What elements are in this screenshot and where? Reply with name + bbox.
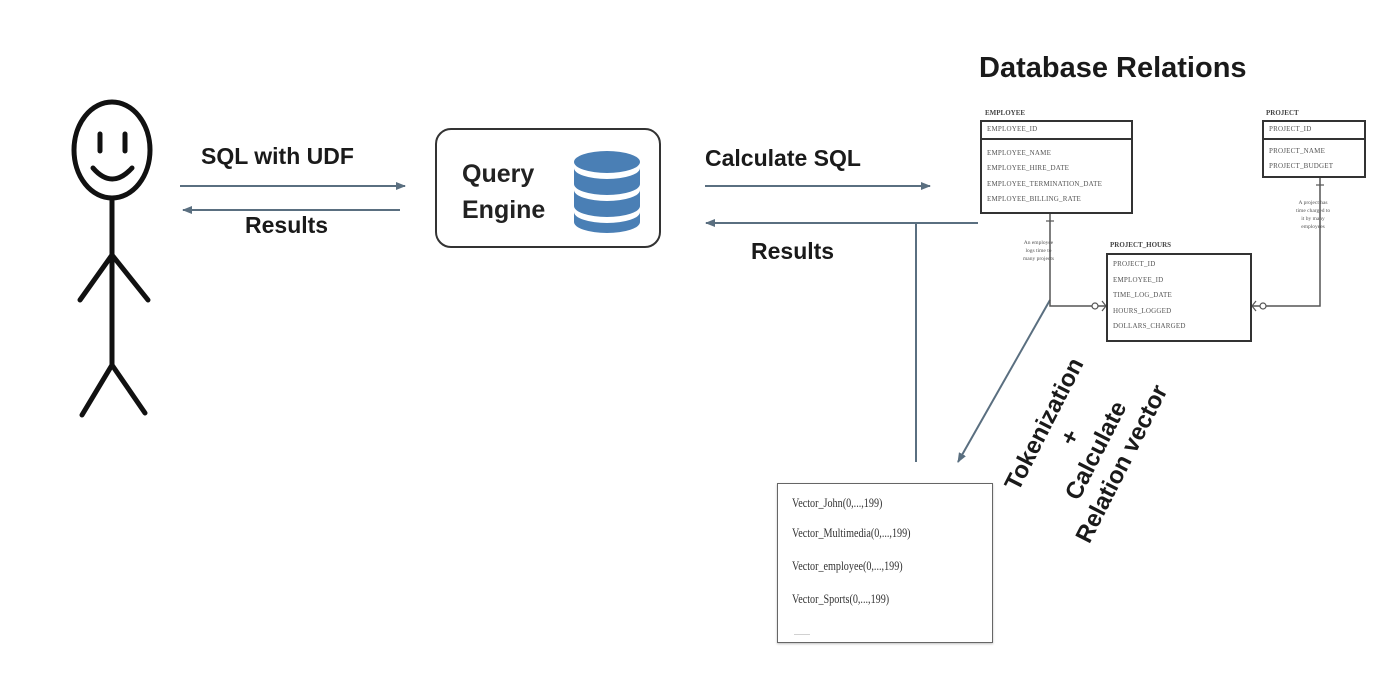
- project-hours-entity: PROJECT_ID EMPLOYEE_ID TIME_LOG_DATE HOU…: [1106, 253, 1252, 342]
- vector-item: Vector_Multimedia(0,...,199): [792, 525, 911, 540]
- query-engine-line1: Query: [462, 160, 535, 188]
- entity-field: EMPLOYEE_TERMINATION_DATE: [987, 179, 1103, 188]
- entity-field: PROJECT_ID: [1113, 260, 1156, 268]
- employee-pk: EMPLOYEE_ID: [982, 122, 1131, 140]
- entity-field: HOURS_LOGGED: [1113, 306, 1172, 315]
- stick-figure-user-icon: [71, 99, 153, 418]
- results-label-left: Results: [245, 212, 329, 238]
- entity-field: PROJECT_NAME: [1269, 146, 1326, 155]
- project-relationship-note: A project has time charged to it by many…: [1296, 200, 1331, 230]
- project-entity: PROJECT_ID PROJECT_NAME PROJECT_BUDGET: [1262, 120, 1366, 178]
- vector-item: Vector_John(0,...,199): [792, 495, 883, 510]
- results-label-right: Results: [751, 238, 835, 264]
- vector-item: Vector_employee(0,...,199): [792, 558, 903, 573]
- calculate-sql-label: Calculate SQL: [705, 145, 861, 171]
- project-entity-title: PROJECT: [1266, 109, 1299, 117]
- employee-entity-title: EMPLOYEE: [985, 109, 1026, 117]
- project-relationship-line: [1252, 178, 1321, 307]
- project-pk: PROJECT_ID: [1264, 122, 1364, 140]
- entity-field: EMPLOYEE_BILLING_RATE: [987, 195, 1082, 203]
- query-engine-box: Query Engine: [435, 128, 661, 248]
- entity-field: EMPLOYEE_ID: [1113, 275, 1164, 284]
- employee-relationship-note: An employee logs time to many projects: [1023, 240, 1055, 262]
- query-engine-line2: Engine: [462, 196, 546, 224]
- entity-field: EMPLOYEE_HIRE_DATE: [987, 164, 1070, 172]
- project-hours-entity-title: PROJECT_HOURS: [1110, 241, 1172, 249]
- entity-field: EMPLOYEE_NAME: [987, 148, 1052, 157]
- vector-item: Vector_Sports(0,...,199): [792, 591, 890, 606]
- entity-field: TIME_LOG_DATE: [1113, 291, 1172, 299]
- database-cylinder-icon: [574, 151, 640, 233]
- tokenization-arrow: [957, 299, 1051, 463]
- sql-with-udf-label: SQL with UDF: [201, 143, 354, 169]
- vector-more: ........: [794, 628, 810, 637]
- query-engine-label: Query Engine: [462, 156, 545, 228]
- entity-field: DOLLARS_CHARGED: [1113, 322, 1186, 330]
- relation-vector-box: Vector_John(0,...,199) Vector_Multimedia…: [777, 483, 993, 643]
- entity-field: PROJECT_BUDGET: [1269, 162, 1334, 170]
- employee-entity: EMPLOYEE_ID EMPLOYEE_NAME EMPLOYEE_HIRE_…: [980, 120, 1133, 214]
- employee-relationship-line: [1049, 214, 1106, 307]
- diagram-title: Database Relations: [979, 52, 1247, 84]
